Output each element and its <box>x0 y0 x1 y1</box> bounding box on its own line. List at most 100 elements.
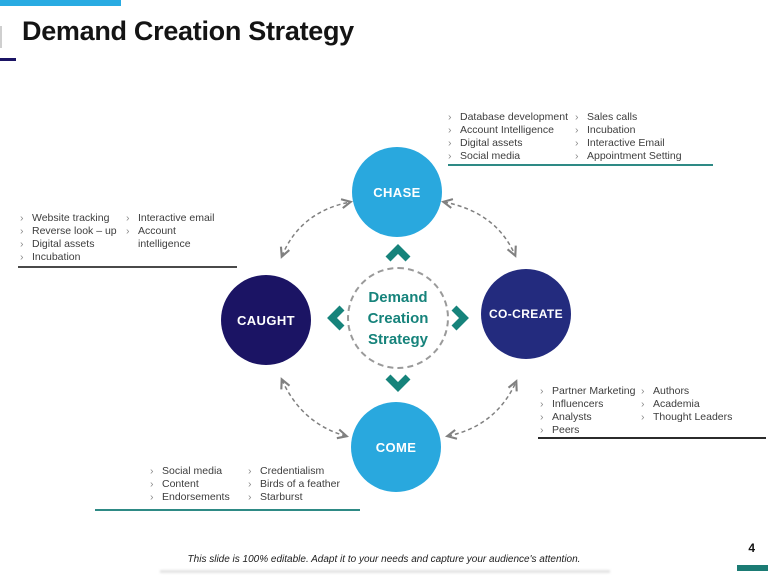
bullet-item: › Analysts <box>540 411 641 424</box>
chevron-bullet-icon: › <box>150 465 154 477</box>
bullet-text: Database development <box>460 111 568 123</box>
top-accent-bar <box>0 0 121 6</box>
bullet-item: ›Interactive email <box>126 212 214 225</box>
chevron-bullet-icon: › <box>150 478 154 490</box>
chevron-up-icon <box>385 244 411 262</box>
bullet-item: › Peers <box>540 424 641 437</box>
chevron-bullet-icon: › <box>150 491 154 503</box>
bullet-text: Analysts <box>552 411 592 423</box>
bullet-text: Social media <box>460 150 521 162</box>
node-caught: CAUGHT <box>221 275 311 365</box>
bullet-item: › Digital assets <box>20 238 126 251</box>
bullet-item: › Incubation <box>20 251 126 264</box>
chevron-bullet-icon: › <box>575 124 579 136</box>
chevron-bullet-icon: › <box>641 385 645 397</box>
dashed-arrow-top-right <box>440 198 517 258</box>
node-come-label: COME <box>375 439 417 455</box>
chevron-bullet-icon: › <box>575 137 579 149</box>
chevron-bullet-icon: › <box>641 411 645 423</box>
node-chase-label: CHASE <box>373 184 421 200</box>
bullet-group-chase: › Database development › Account Intellige… <box>448 111 682 163</box>
bullet-item: ›Sales calls <box>575 111 682 124</box>
chevron-bullet-icon: › <box>126 225 130 237</box>
bullet-text: Digital assets <box>460 137 523 149</box>
dashed-arrow-top-left <box>279 198 354 259</box>
chevron-bullet-icon: › <box>20 212 24 224</box>
bullet-text: Account Intelligence <box>460 124 554 136</box>
dashed-arrow-bottom-right <box>444 379 518 440</box>
chevron-left-icon <box>327 305 345 331</box>
bullet-item: ›Birds of a feather <box>248 478 340 491</box>
bullet-item: ›intelligence <box>126 238 214 251</box>
bullet-item: ›Academia <box>641 398 732 411</box>
bullet-text: Authors <box>653 385 690 397</box>
footer-note: This slide is 100% editable. Adapt it to… <box>187 554 581 565</box>
bullet-item: › Database development <box>448 111 575 124</box>
bullet-text: intelligence <box>138 238 191 250</box>
bullet-item: › Account <box>126 225 214 238</box>
divider-caught <box>18 266 237 268</box>
bullet-item: › Authors <box>641 385 732 398</box>
chevron-bullet-icon: › <box>20 251 24 263</box>
bullet-item: › Incubation <box>575 124 682 137</box>
corner-accent-bar <box>737 565 768 571</box>
chevron-bullet-icon: › <box>448 150 452 162</box>
bullet-text: Academia <box>653 398 700 410</box>
bullet-text: Digital assets <box>32 238 95 250</box>
bullet-text: Partner Marketing <box>552 385 636 397</box>
bullet-item: › Website tracking <box>20 212 126 225</box>
divider-co-create <box>538 437 766 439</box>
page-number: 4 <box>748 541 755 555</box>
chevron-bullet-icon: › <box>540 424 544 436</box>
chevron-bullet-icon: › <box>540 398 544 410</box>
bullet-text: Incubation <box>587 124 636 136</box>
node-co-create: CO-CREATE <box>481 269 571 359</box>
bullet-item: ›Influencers <box>540 398 641 411</box>
chevron-bullet-icon: › <box>448 111 452 123</box>
bullet-text: Starburst <box>260 491 303 503</box>
bullet-text: Incubation <box>32 251 81 263</box>
bullet-item: › Digital assets <box>448 137 575 150</box>
bullet-group-co-create: › Partner Marketing ›Influencers › Analyst… <box>540 385 732 437</box>
chevron-bullet-icon: › <box>248 465 252 477</box>
dashed-arrow-bottom-left <box>280 377 349 440</box>
bullet-text: Peers <box>552 424 580 436</box>
chevron-bullet-icon: › <box>20 225 24 237</box>
chevron-bullet-icon: › <box>575 150 579 162</box>
center-label-line2: Creation <box>367 309 429 327</box>
chevron-bullet-icon: › <box>540 411 544 423</box>
chevron-down-icon <box>385 374 411 392</box>
node-come: COME <box>351 402 441 492</box>
bullet-item: ›Appointment Setting <box>575 150 682 163</box>
bullet-item: › Thought Leaders <box>641 411 732 424</box>
bullet-item: ›Credentialism <box>248 465 340 478</box>
bullet-group-caught: › Website tracking › Reverse look – up › Di… <box>20 212 214 264</box>
bullet-item: ›Social media <box>150 465 248 478</box>
chevron-bullet-icon: › <box>448 124 452 136</box>
bullet-text: Content <box>162 478 199 490</box>
bullet-text: Thought Leaders <box>653 411 733 423</box>
center-label-line1: Demand <box>368 288 428 306</box>
bullet-text: Website tracking <box>32 212 110 224</box>
page-title: Demand Creation Strategy <box>22 16 354 46</box>
bullet-text: Interactive Email <box>587 137 665 149</box>
bullet-item: › Content <box>150 478 248 491</box>
chevron-bullet-icon: › <box>448 137 452 149</box>
chevron-bullet-icon: › <box>540 385 544 397</box>
bullet-item: › Social media <box>448 150 575 163</box>
bullet-item: › Starburst <box>248 491 340 504</box>
bullet-text: Reverse look – up <box>32 225 117 237</box>
node-chase: CHASE <box>352 147 442 237</box>
bullet-item: › Partner Marketing <box>540 385 641 398</box>
chevron-right-icon <box>451 305 469 331</box>
chevron-bullet-icon: › <box>248 478 252 490</box>
bullet-item: › Endorsements <box>150 491 248 504</box>
bullet-text: Account <box>138 225 176 237</box>
bullet-text: Endorsements <box>162 491 230 503</box>
bullet-text: Interactive email <box>138 212 215 224</box>
footer-shadow <box>160 570 610 573</box>
bullet-group-come: ›Social media › Content › Endorsements ›Cr… <box>150 465 340 504</box>
chevron-bullet-icon: › <box>20 238 24 250</box>
chevron-bullet-icon: › <box>248 491 252 503</box>
